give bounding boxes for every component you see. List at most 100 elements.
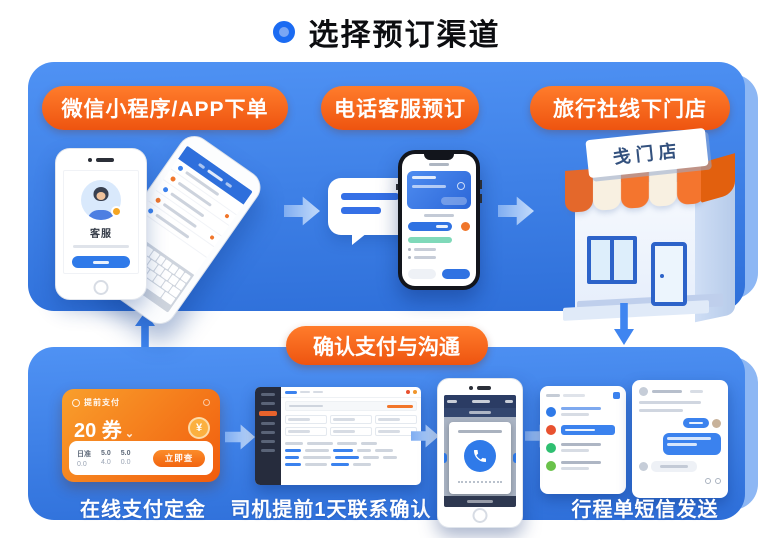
phone-speaker: [438, 386, 522, 390]
section-label-bar: [424, 214, 454, 217]
avatar-label: 客服: [90, 229, 112, 240]
bullet-icon: [272, 21, 295, 43]
stat-value: 4.0: [101, 459, 111, 466]
payment-banner: 确认支付与沟通: [285, 326, 488, 365]
sidebar-active-item[interactable]: [259, 411, 277, 416]
filter-field[interactable]: [330, 415, 372, 424]
order-summary-card: [407, 171, 471, 209]
contact-avatar: [639, 387, 648, 396]
dashboard-topbar: [281, 387, 421, 398]
sms-inbox-card: [540, 386, 626, 494]
notification-dot-icon: [406, 390, 410, 394]
sms-item[interactable]: [546, 443, 620, 453]
customer-service-screen: 客服: [63, 170, 139, 274]
booking-channels-panel: 微信小程序/APP下单 电话客服预订 旅行社线下门店: [28, 62, 745, 331]
sent-bubble-large: [663, 433, 721, 455]
message-line: [639, 409, 683, 412]
compose-icon[interactable]: [613, 392, 620, 399]
form-line: [408, 256, 470, 259]
subtitle-bar: [73, 245, 129, 248]
channel-button-store[interactable]: 旅行社线下门店: [530, 86, 730, 130]
payment-steps-panel: 提前支付 20 券 ⌄ ¥ 日准 0.0 5.0 4.0 5.0 0.0: [28, 347, 745, 528]
call-title-bar: [444, 408, 516, 417]
chat-contact-header: [639, 387, 721, 396]
filter-field[interactable]: [285, 415, 327, 424]
stat-value: 0.0: [77, 460, 87, 468]
page-title: 选择预订渠道: [308, 19, 501, 52]
step-caption-sms: 行程单短信发送: [571, 499, 719, 521]
dispatch-dashboard: [255, 387, 421, 485]
cancel-button[interactable]: [408, 269, 436, 279]
progress-bar: [408, 237, 452, 243]
form-line: [408, 248, 470, 251]
coupon-amount: 20 券: [74, 420, 122, 442]
dashboard-search-bar[interactable]: [285, 401, 417, 411]
call-bottom-bar: [444, 496, 516, 507]
filter-field[interactable]: [330, 427, 372, 436]
home-button[interactable]: [472, 508, 488, 523]
contact-avatar: [639, 462, 648, 471]
login-button[interactable]: [72, 256, 130, 268]
home-button[interactable]: [93, 280, 109, 295]
received-bubble: [651, 461, 697, 472]
clock-icon: [72, 398, 80, 407]
sms-item[interactable]: [546, 461, 620, 471]
booking-form-screen: [402, 154, 476, 286]
filter-field[interactable]: [375, 427, 417, 436]
add-icon[interactable]: [715, 478, 721, 484]
stat-label: 5.0: [120, 450, 131, 457]
sms-item-selected[interactable]: [546, 425, 620, 435]
step-caption-driver: 司机提前1天联系确认: [230, 499, 432, 521]
incoming-call-dialog: [449, 422, 511, 494]
flow-arrow-right: [225, 424, 255, 450]
call-screen: [444, 395, 516, 507]
dashboard-logo: [285, 390, 297, 394]
chat-conversation-card: [632, 380, 728, 498]
dashboard-table: [285, 440, 417, 468]
pay-now-button[interactable]: 立即查: [153, 449, 205, 467]
sms-item[interactable]: [546, 407, 620, 417]
booking-form-phone: [396, 150, 482, 290]
sender-icon: [546, 425, 556, 435]
option-pill[interactable]: [408, 222, 452, 231]
dashboard-filter-fields: [285, 415, 417, 436]
coin-icon: ¥: [188, 417, 210, 439]
store-illustration: 戋门店: [555, 127, 755, 323]
highlighted-message: [561, 425, 615, 435]
sender-icon: [546, 443, 556, 453]
step-caption-deposit: 在线支付定金: [80, 499, 206, 521]
flow-arrow-right: [498, 196, 534, 226]
card-stats-strip: 日准 0.0 5.0 4.0 5.0 0.0 立即查: [69, 441, 213, 475]
sender-icon: [546, 407, 556, 417]
customer-service-phone: 客服: [55, 148, 147, 300]
store-window: [587, 236, 637, 284]
emoji-icon[interactable]: [705, 478, 711, 484]
flow-arrow-right: [284, 196, 320, 226]
my-avatar: [712, 418, 721, 428]
stat-label: 日准: [77, 450, 91, 458]
sent-bubble: [683, 418, 709, 428]
stat-value: 0.0: [120, 459, 131, 466]
deposit-payment-card: 提前支付 20 券 ⌄ ¥ 日准 0.0 5.0 4.0 5.0 0.0: [62, 389, 220, 482]
chevron-down-icon[interactable]: ⌄: [124, 428, 135, 440]
info-icon: [203, 399, 210, 406]
dashboard-sidebar: [255, 387, 281, 485]
sender-icon: [546, 461, 556, 471]
screen-title-bar: [402, 163, 476, 166]
alert-dot-icon: [461, 222, 470, 231]
store-door: [651, 242, 687, 306]
avatar-dot-icon: [413, 390, 417, 394]
page-header: 选择预订渠道: [0, 10, 773, 54]
phone-speaker: [56, 158, 146, 162]
card-header-label: 提前支付: [84, 398, 120, 407]
chat-input-icons[interactable]: [639, 478, 721, 484]
phone-call-icon[interactable]: [464, 440, 496, 472]
filter-field[interactable]: [285, 427, 327, 436]
call-status-bar: [444, 395, 516, 408]
filter-field[interactable]: [375, 415, 417, 424]
phone-number-dots: [458, 481, 502, 483]
channel-button-app[interactable]: 微信小程序/APP下单: [42, 86, 288, 130]
channel-button-phone[interactable]: 电话客服预订: [321, 86, 479, 130]
confirm-button[interactable]: [442, 269, 470, 279]
